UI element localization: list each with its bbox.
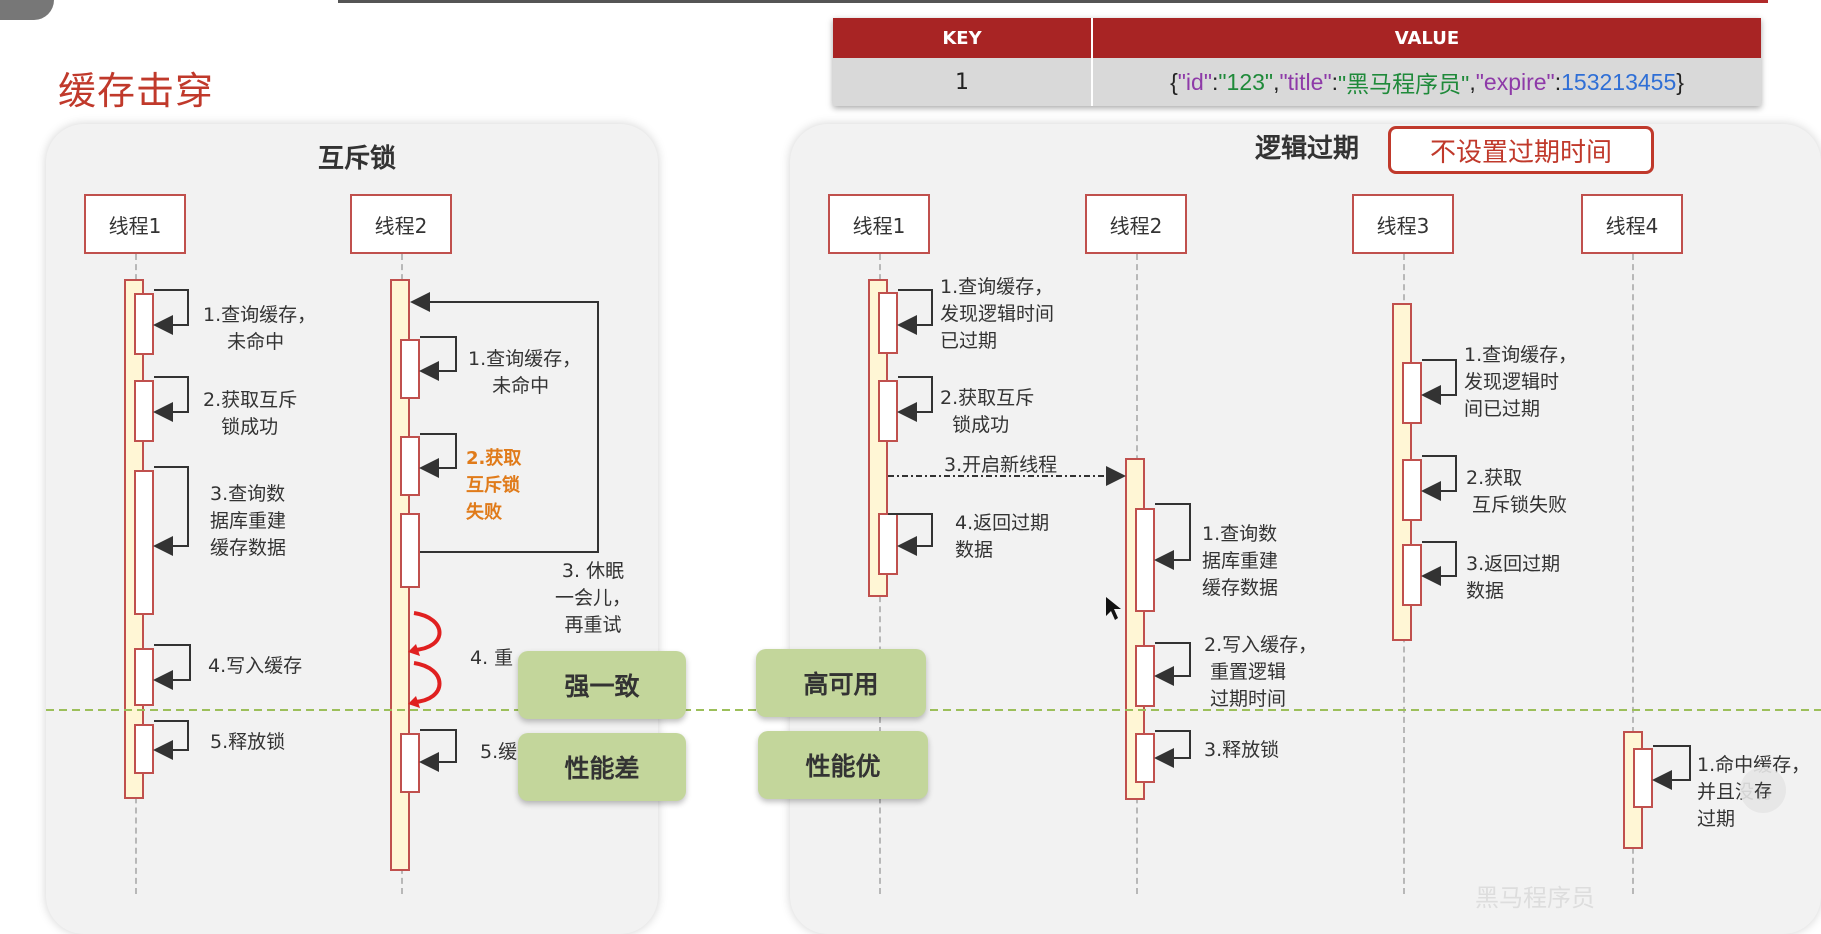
badge-good-performance: 性能优 <box>758 731 928 799</box>
logical-thread-4: 线程4 <box>1581 194 1683 254</box>
json-colon: : <box>1331 68 1338 95</box>
logical-t2-step-2: 2.写入缓存， 重置逻辑 过期时间 <box>1204 634 1318 710</box>
logical-t1-step-1: 1.查询缓存， 发现逻辑时间 已过期 <box>940 276 1055 352</box>
mutex-t1-step-1: 1.查询缓存， 未命中 <box>203 304 317 353</box>
logical-thread-2: 线程2 <box>1085 194 1187 254</box>
no-expire-note: 不设置过期时间 <box>1388 126 1654 174</box>
mutex-panel-title: 互斥锁 <box>318 144 397 174</box>
json-comma: , <box>1469 68 1476 95</box>
mutex-t1-step-3: 3.查询数 据库重建 缓存数据 <box>210 483 287 559</box>
json-key: "title" <box>1279 68 1332 95</box>
json-key: "expire" <box>1475 68 1555 95</box>
kv-table-header: KEY VALUE <box>833 18 1761 58</box>
logical-thread-1: 线程1 <box>828 194 930 254</box>
logical-t2-step-3: 3.释放锁 <box>1204 739 1280 761</box>
mutex-t1-step-4: 4.写入缓存 <box>208 655 303 677</box>
kv-table-row: 1 {"id":"123","title":"黑马程序员","expire":1… <box>833 58 1761 106</box>
kv-cell-key: 1 <box>833 58 1093 106</box>
json-brace: } <box>1676 68 1684 95</box>
top-rule <box>338 0 1768 3</box>
badge-high-availability: 高可用 <box>756 649 926 717</box>
badge-strong-consistency: 强一致 <box>518 651 686 719</box>
json-string: "123" <box>1218 68 1274 95</box>
json-string: "黑马程序员" <box>1338 71 1470 97</box>
logical-t3-step-3: 3.返回过期 数据 <box>1466 553 1561 602</box>
top-rule-accent <box>1490 0 1768 3</box>
logical-t3-step-1: 1.查询缓存， 发现逻辑时 间已过期 <box>1464 344 1578 420</box>
json-brace: { <box>1170 68 1178 95</box>
json-colon: : <box>1554 68 1562 95</box>
logical-t3-step-2: 2.获取 互斥锁失败 <box>1466 467 1568 516</box>
json-comma: , <box>1273 68 1280 95</box>
mutex-t2-step-5: 5.缓 <box>480 741 518 763</box>
mutex-t2-step-4: 4. 重 <box>470 647 514 669</box>
badge-poor-performance: 性能差 <box>518 733 686 801</box>
corner-logo <box>0 0 54 20</box>
logical-t1-step-2: 2.获取互斥 锁成功 <box>940 387 1035 436</box>
logical-t1-step-3: 3.开启新线程 <box>944 454 1058 476</box>
watermark: 黑马程序员 <box>1475 884 1595 912</box>
lifeline <box>1632 254 1634 894</box>
kv-cell-value: {"id":"123","title":"黑马程序员","expire":153… <box>1093 58 1761 106</box>
mutex-thread-2: 线程2 <box>350 194 452 254</box>
mutex-t2-step-3: 3. 休眠 一会儿， 再重试 <box>555 560 632 636</box>
logical-t4-step-1: 1.命中缓存， 并且没有 过期 <box>1697 754 1811 830</box>
logical-panel-title: 逻辑过期 <box>1255 134 1360 164</box>
logical-thread-3: 线程3 <box>1352 194 1454 254</box>
diagram-arrows <box>46 289 1821 790</box>
json-number: 153213455 <box>1561 68 1677 95</box>
activation-box <box>400 513 420 588</box>
mutex-t2-step-1: 1.查询缓存， 未命中 <box>468 348 582 397</box>
kv-header-value: VALUE <box>1394 27 1460 49</box>
page-title: 缓存击穿 <box>58 69 215 113</box>
kv-table: KEY VALUE 1 {"id":"123","title":"黑马程序员",… <box>833 18 1761 106</box>
mutex-t1-step-5: 5.释放锁 <box>210 731 286 753</box>
mutex-thread-1: 线程1 <box>84 194 186 254</box>
mutex-t2-step-2: 2.获取 互斥锁 失败 <box>466 448 522 523</box>
logical-t1-step-4: 4.返回过期 数据 <box>955 512 1050 561</box>
json-colon: : <box>1211 68 1219 95</box>
kv-header-key: KEY <box>833 18 1093 58</box>
logical-t2-step-1: 1.查询数 据库重建 缓存数据 <box>1202 523 1279 599</box>
mutex-t1-step-2: 2.获取互斥 锁成功 <box>203 389 298 438</box>
json-key: "id" <box>1177 68 1212 95</box>
floating-action-button[interactable]: 存 <box>1740 767 1786 813</box>
